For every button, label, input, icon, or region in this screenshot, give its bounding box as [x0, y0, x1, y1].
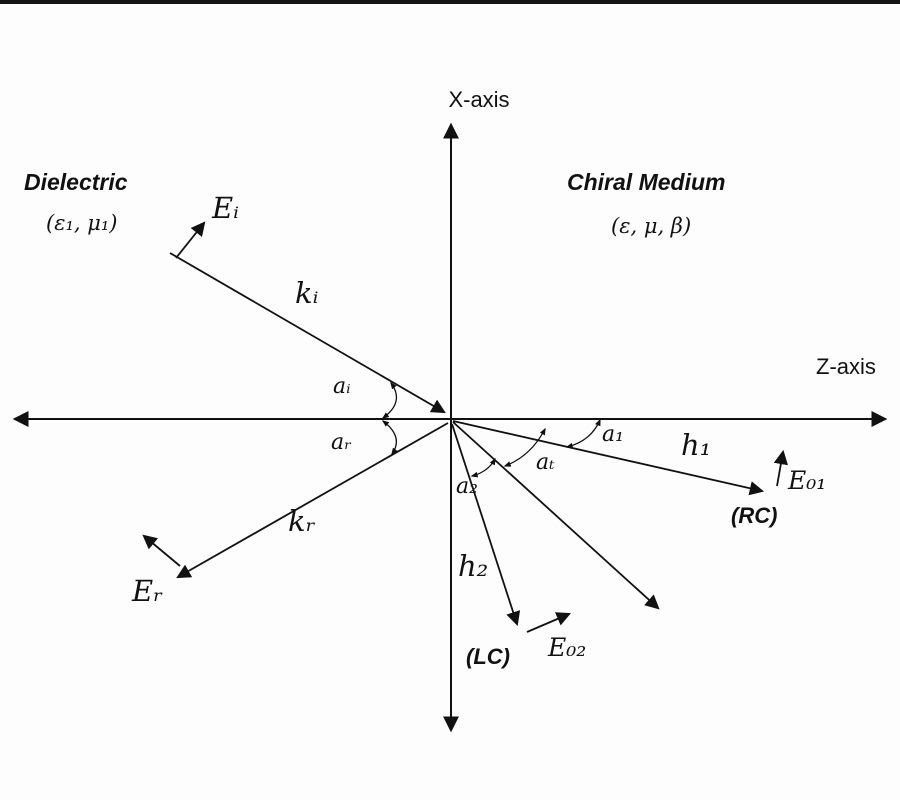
chiral-region-params: (ε, μ, β): [611, 214, 691, 238]
reflected-field-label: Eᵣ: [131, 574, 163, 608]
reflected-wave-vector: [176, 422, 449, 579]
lc-wave-vector: [451, 423, 521, 627]
x-axis-label: X-axis: [448, 87, 509, 112]
transmitted-wave-vector: [452, 421, 660, 610]
dielectric-region-title: Dielectric: [24, 169, 128, 195]
top-border-line: [0, 0, 900, 4]
transmission-angle-arc: [503, 427, 546, 467]
incident-wave-vector: [169, 252, 446, 414]
incident-wave-label: kᵢ: [295, 276, 318, 310]
rc-field-label: E₀₁: [787, 466, 826, 495]
reflected-wave-label: kᵣ: [288, 504, 316, 538]
transmission-angle-label: aₜ: [536, 450, 555, 475]
z-axis-label: Z-axis: [816, 354, 876, 379]
rc-field-vector: [773, 449, 788, 487]
dielectric-region-params: (ε₁, μ₁): [46, 211, 118, 235]
lc-tag-label: (LC): [466, 644, 510, 669]
lc-angle-label: a₂: [456, 474, 478, 499]
rc-tag-label: (RC): [731, 503, 777, 528]
incidence-angle-arc: [381, 381, 398, 419]
lc-field-label: E₀₂: [547, 633, 586, 662]
incidence-angle-label: aᵢ: [333, 374, 351, 399]
rc-angle-arc: [565, 418, 601, 449]
lc-angle-arc: [470, 457, 496, 478]
lc-wave-label: h₂: [458, 549, 488, 583]
incident-field-vector: [175, 221, 206, 259]
rc-wave-label: h₁: [681, 428, 711, 462]
lc-field-vector: [526, 612, 571, 633]
incident-field-label: Eᵢ: [211, 191, 239, 225]
reflected-field-vector: [142, 534, 181, 567]
reflection-angle-label: aᵣ: [331, 430, 352, 455]
rc-angle-label: a₁: [602, 422, 624, 447]
reflection-angle-arc: [381, 420, 398, 456]
chiral-region-title: Chiral Medium: [567, 169, 725, 195]
